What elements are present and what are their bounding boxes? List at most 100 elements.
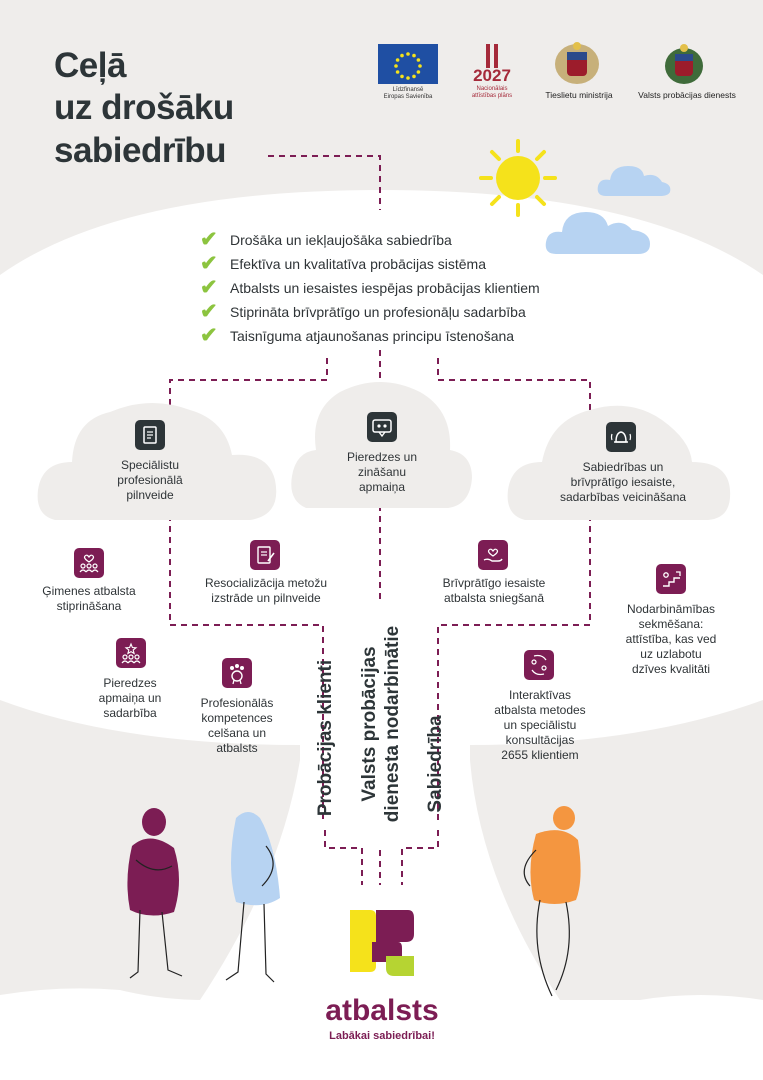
- eu-caption: Līdzfinansē Eiropas Savienība: [372, 87, 444, 101]
- family-line-1: Ģimenes atbalsta: [42, 584, 136, 598]
- benefit-text: Atbalsts un iesaistes iespējas probācija…: [230, 280, 540, 296]
- employment-line-4: uz uzlabotu: [640, 647, 702, 661]
- trunk-label-society: Sabiedrība: [425, 715, 446, 813]
- exchange-icon-box: [116, 638, 146, 668]
- cloud-center-label: Pieredzes un zināšanu apmaiņa: [320, 450, 444, 495]
- nap-logo-mark: [472, 42, 512, 70]
- family-heart-icon: [79, 554, 99, 573]
- group-star-icon: [121, 642, 141, 664]
- benefit-text: Drošāka un iekļaujošāka sabiedrība: [230, 232, 452, 248]
- certificate-icon: [143, 426, 157, 444]
- competence-line-3: celšana un: [207, 726, 267, 740]
- volunteer-icon-box: [478, 540, 508, 570]
- benefit-item: ✔ Drošāka un iekļaujošāka sabiedrība: [200, 228, 452, 252]
- cloud-left-line-2: profesionālā: [117, 473, 183, 487]
- cloud-center-line-3: apmaiņa: [358, 480, 406, 494]
- cloud-right-icon-box: [606, 422, 636, 452]
- employment-icon-box: [656, 564, 686, 594]
- benefit-text: Stiprināta brīvprātīgo un profesionāļu s…: [230, 304, 526, 320]
- trunk-service-line-1: Valsts probācijas: [359, 646, 380, 802]
- small-cloud-icon: [597, 166, 671, 196]
- competence-label: Profesionālās kompetences celšana un atb…: [172, 696, 302, 756]
- eu-flag-logo: [378, 44, 438, 84]
- cloud-left-line-1: Speciālistu: [120, 458, 180, 472]
- volunteer-line-1: Brīvprātīgo iesaiste: [442, 576, 546, 590]
- brand-name: atbalsts: [325, 994, 439, 1027]
- volunteer-label: Brīvprātīgo iesaiste atbalsta sniegšanā: [424, 576, 564, 606]
- interactive-line-2: atbalsta metodes: [494, 703, 586, 717]
- eu-caption-line-1: Līdzfinansē: [392, 87, 424, 93]
- growth-stairs-icon: [663, 571, 681, 587]
- benefit-item: ✔ Taisnīguma atjaunošanas principu īsten…: [200, 324, 514, 348]
- family-line-2: stiprināšana: [56, 599, 122, 613]
- cloud-left-label: Speciālistu profesionālā pilnveide: [90, 458, 210, 503]
- interactive-line-5: 2655 klientiem: [501, 748, 579, 762]
- large-cloud-icon: [545, 212, 650, 254]
- nap-number: 2027: [473, 66, 511, 85]
- employment-line-3: attīstība, kas ved: [625, 632, 717, 646]
- atbalsts-logo-mark: [350, 910, 414, 976]
- ministry-caption: Tieslietu ministrija: [545, 90, 613, 100]
- probation-coat-of-arms-icon: [665, 44, 703, 84]
- people-cycle-icon: [531, 654, 547, 676]
- cloud-center-icon-box: [367, 412, 397, 442]
- resocial-line-2: izstrāde un pilnveide: [211, 591, 321, 605]
- competence-line-1: Profesionālās: [200, 696, 274, 710]
- exchange-line-1: Pieredzes: [103, 676, 157, 690]
- cloud-right-line-1: Sabiedrības un: [582, 460, 664, 474]
- checkmark-icon: ✔: [200, 228, 218, 251]
- competence-line-2: kompetences: [201, 711, 273, 725]
- bell-icon: [610, 431, 632, 443]
- cloud-right-label: Sabiedrības un brīvprātīgo iesaiste, sad…: [550, 460, 696, 505]
- eu-stars-icon: [394, 52, 422, 80]
- experience-exchange-label: Pieredzes apmaiņa un sadarbība: [70, 676, 190, 721]
- ministry-coat-of-arms-icon: [555, 42, 599, 84]
- eu-caption-line-2: Eiropas Savienība: [383, 94, 433, 100]
- document-edit-icon: [257, 546, 275, 564]
- cloud-center-line-2: zināšanu: [357, 465, 407, 479]
- employment-line-5: dzīves kvalitāti: [631, 662, 711, 676]
- title-line-3: sabiedrību: [54, 131, 226, 170]
- trunk-label-clients: Probācijas klienti: [315, 659, 336, 817]
- nap-caption-line-2: attīstības plāns: [471, 93, 513, 99]
- stars-badge-icon: [230, 664, 244, 685]
- benefit-item: ✔ Atbalsts un iesaistes iespējas probāci…: [200, 276, 540, 300]
- employment-label: Nodarbināmības sekmēšana: attīstība, kas…: [606, 602, 736, 677]
- exchange-line-3: sadarbība: [103, 706, 157, 720]
- trunk-service-line-2: dienesta nodarbinātie: [382, 625, 403, 823]
- hand-heart-icon: [483, 548, 503, 562]
- volunteer-line-2: atbalsta sniegšanā: [443, 591, 545, 605]
- cloud-left-line-3: pilnveide: [126, 488, 174, 502]
- benefit-text: Efektīva un kvalitatīva probācijas sistē…: [230, 256, 487, 272]
- family-support-label: Ģimenes atbalsta stiprināšana: [24, 584, 154, 614]
- person-purple-illustration: [127, 808, 183, 979]
- competence-icon-box: [222, 658, 252, 688]
- checkmark-icon: ✔: [200, 324, 218, 347]
- resocial-icon-box: [250, 540, 280, 570]
- title-line-2: uz drošāku: [54, 88, 234, 127]
- employment-line-2: sekmēšana:: [638, 617, 704, 631]
- benefit-text: Taisnīguma atjaunošanas principu īstenoš…: [230, 328, 515, 344]
- resocialization-label: Resocializācija metožu izstrāde un pilnv…: [188, 576, 344, 606]
- resocial-line-1: Resocializācija metožu: [204, 576, 328, 590]
- interactive-icon-box: [524, 650, 554, 680]
- cloud-right-line-3: sadarbības veicināšana: [559, 490, 687, 504]
- benefit-item: ✔ Efektīva un kvalitatīva probācijas sis…: [200, 252, 486, 276]
- person-orange-illustration: [523, 806, 581, 997]
- checkmark-icon: ✔: [200, 300, 218, 323]
- interactive-line-3: un speciālistu: [503, 718, 577, 732]
- interactive-methods-label: Interaktīvas atbalsta metodes un speciāl…: [470, 688, 610, 763]
- sun-icon: [479, 139, 557, 217]
- cloud-center-line-1: Pieredzes un: [346, 450, 418, 464]
- nap-caption-line-1: Nacionālais: [476, 86, 508, 92]
- exchange-chat-icon: [372, 419, 392, 438]
- nap-caption: Nacionālais attīstības plāns: [462, 86, 522, 100]
- person-blue-illustration: [225, 812, 280, 983]
- cloud-right-line-2: brīvprātīgo iesaiste,: [570, 475, 676, 489]
- title-line-1: Ceļā: [54, 46, 126, 85]
- cloud-left-icon-box: [135, 420, 165, 450]
- nap-bars-icon: [486, 44, 498, 68]
